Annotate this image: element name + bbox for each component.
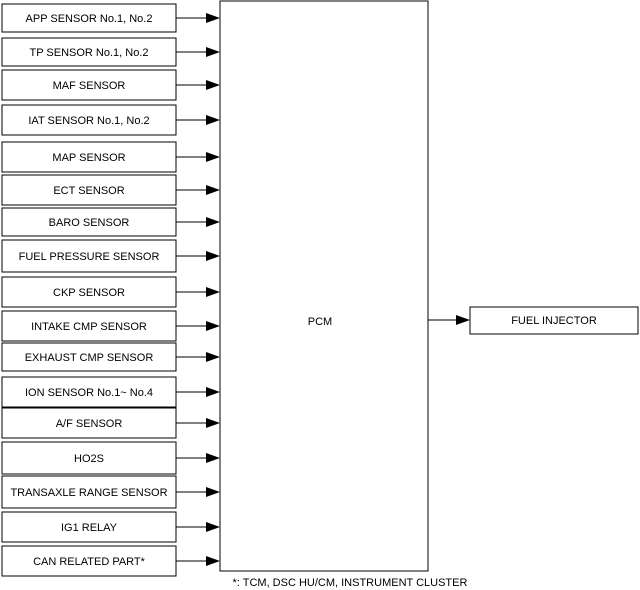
- input-box-7: [1, 207, 177, 237]
- input-label-15: TRANSAXLE RANGE SENSOR: [10, 487, 167, 499]
- input-box-15: [1, 475, 177, 509]
- input-label-1: APP SENSOR No.1, No.2: [26, 13, 153, 25]
- input-arrowhead-8: [206, 251, 220, 261]
- input-box-4: [1, 104, 177, 136]
- input-arrowhead-13: [206, 418, 220, 428]
- input-sensor-list: APP SENSOR No.1, No.2 TP SENSOR No.1, No.…: [1, 3, 220, 577]
- input-arrowhead-4: [206, 115, 220, 125]
- input-label-10: INTAKE CMP SENSOR: [31, 321, 147, 333]
- input-box-1: [1, 3, 177, 33]
- input-label-8: FUEL PRESSURE SENSOR: [19, 251, 160, 263]
- input-arrowhead-1: [206, 13, 220, 23]
- input-label-11: EXHAUST CMP SENSOR: [25, 352, 154, 364]
- fuel-injector-label: FUEL INJECTOR: [511, 315, 597, 327]
- input-box-10: [1, 310, 177, 342]
- input-label-17: CAN RELATED PART*: [33, 556, 146, 568]
- input-box-11: [1, 342, 177, 372]
- input-box-3: [1, 69, 177, 101]
- input-box-9: [1, 276, 177, 308]
- pcm-label: PCM: [308, 316, 332, 328]
- input-arrowhead-14: [206, 453, 220, 463]
- input-box-2: [1, 37, 177, 67]
- input-label-3: MAF SENSOR: [53, 80, 126, 92]
- input-label-7: BARO SENSOR: [49, 217, 130, 229]
- input-label-5: MAP SENSOR: [52, 152, 125, 164]
- pcm-block: PCM: [219, 0, 429, 572]
- input-label-4: IAT SENSOR No.1, No.2: [28, 115, 149, 127]
- input-arrowhead-2: [206, 47, 220, 57]
- output-block: FUEL INJECTOR: [428, 306, 639, 335]
- input-box-13: [1, 407, 177, 439]
- output-arrowhead: [456, 315, 470, 325]
- input-label-6: ECT SENSOR: [53, 185, 124, 197]
- input-arrowhead-9: [206, 287, 220, 297]
- input-label-13: A/F SENSOR: [56, 418, 123, 430]
- input-label-14: HO2S: [74, 453, 104, 465]
- input-box-5: [1, 141, 177, 173]
- footnote: *: TCM, DSC HU/CM, INSTRUMENT CLUSTER: [233, 577, 468, 589]
- input-arrowhead-10: [206, 321, 220, 331]
- input-arrowhead-15: [206, 487, 220, 497]
- input-box-12: [1, 376, 177, 408]
- input-arrowhead-16: [206, 522, 220, 532]
- fuel-injector-box: [469, 306, 639, 335]
- input-arrowhead-5: [206, 152, 220, 162]
- input-label-9: CKP SENSOR: [53, 287, 125, 299]
- input-arrowhead-3: [206, 80, 220, 90]
- pcm-box: [219, 0, 429, 572]
- input-label-16: IG1 RELAY: [61, 522, 118, 534]
- input-arrowhead-17: [206, 556, 220, 566]
- input-arrowhead-12: [206, 387, 220, 397]
- input-box-14: [1, 441, 177, 475]
- input-arrowhead-11: [206, 352, 220, 362]
- input-label-12: ION SENSOR No.1~ No.4: [25, 387, 153, 399]
- input-arrowhead-6: [206, 185, 220, 195]
- input-label-2: TP SENSOR No.1, No.2: [29, 47, 148, 59]
- input-arrowhead-7: [206, 217, 220, 227]
